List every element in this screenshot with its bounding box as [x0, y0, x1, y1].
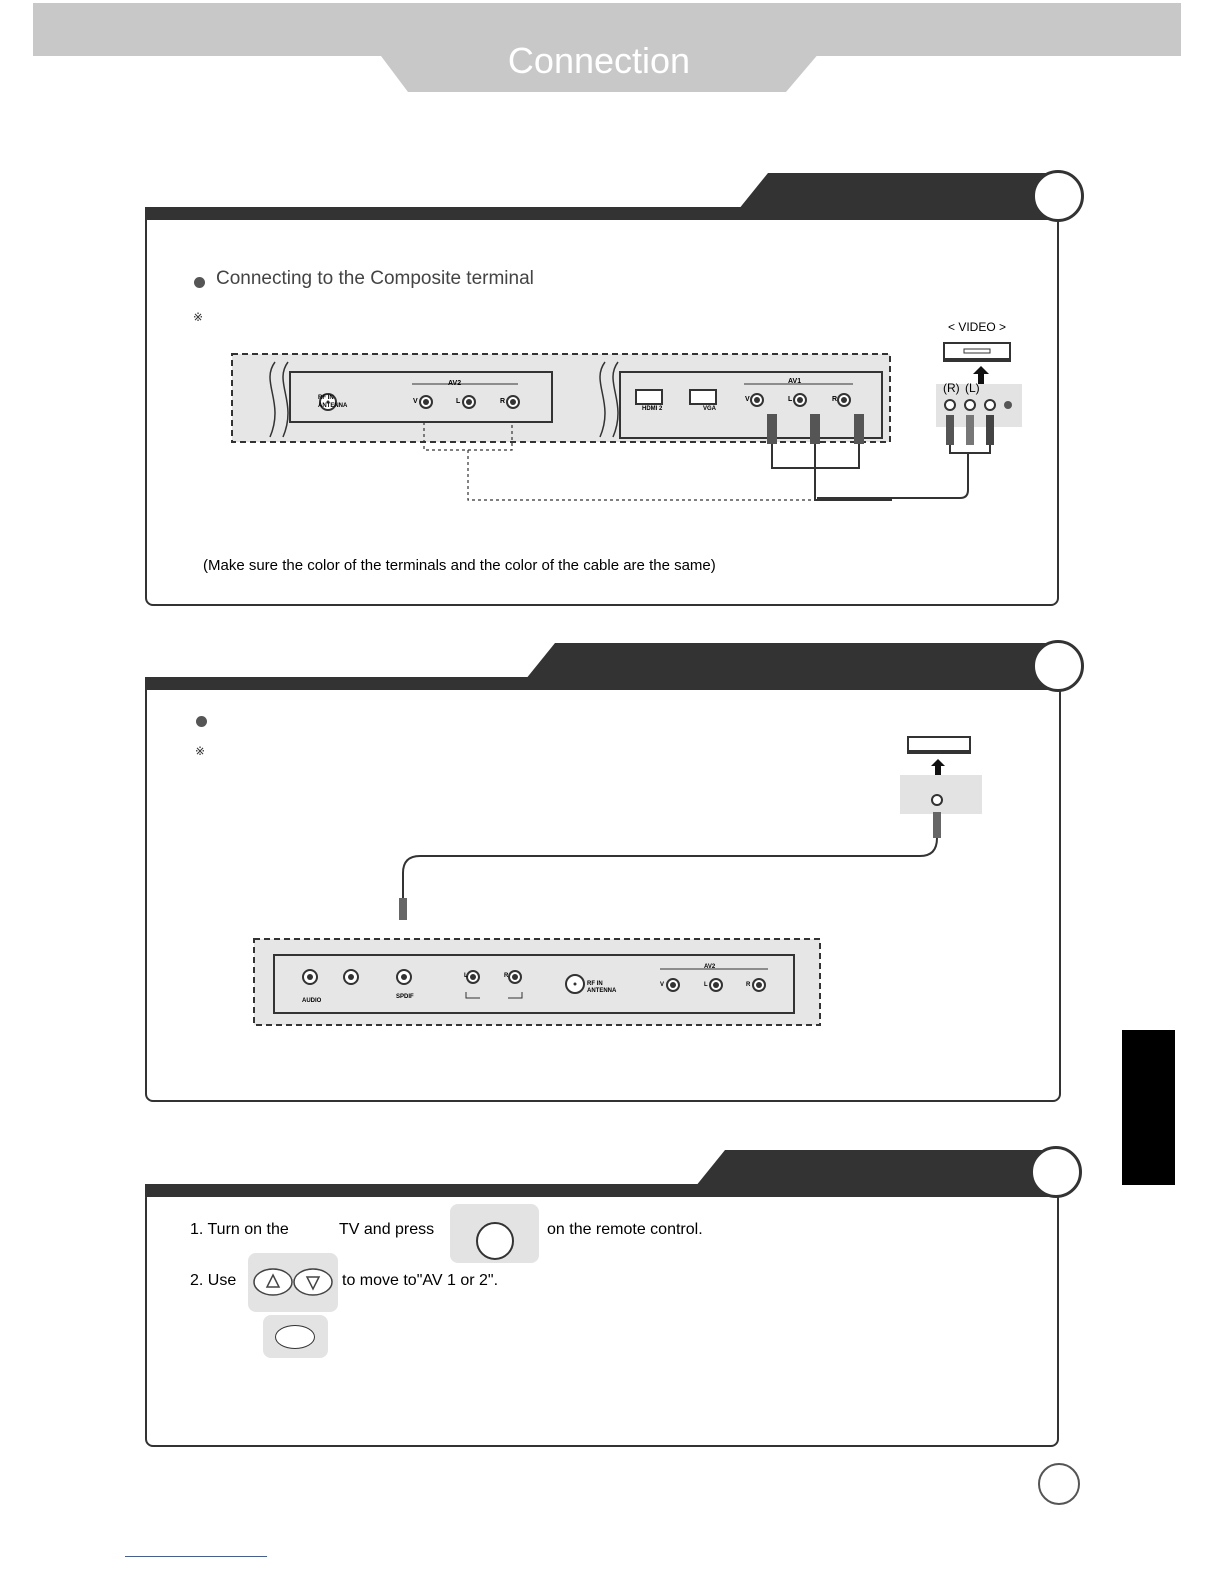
- down-arrow-button-icon: [293, 1268, 333, 1296]
- av2-label: AV2: [448, 380, 462, 387]
- audio-l-label: L: [464, 973, 468, 979]
- rca-r-label: (R): [943, 381, 960, 395]
- rca-l-label: (L): [965, 381, 980, 395]
- arrow-up-icon: [931, 759, 945, 775]
- av2-l-label: L: [456, 398, 461, 405]
- coaxial-cable-diagram: [399, 794, 943, 920]
- section-2-header-bar: [145, 643, 1059, 690]
- step-2-text-a: 2. Use: [190, 1272, 237, 1289]
- circle-button-icon: [476, 1222, 514, 1260]
- bullet-icon: [196, 716, 207, 727]
- bullet-icon: [194, 277, 205, 288]
- arrow-up-icon: [973, 366, 989, 384]
- step-1-text-a: 1. Turn on the: [190, 1221, 289, 1238]
- coaxial-jack-panel: [900, 775, 982, 814]
- hdmi2-label: HDMI 2: [642, 406, 663, 412]
- section-3-header-bar: [145, 1150, 1057, 1197]
- header-tab-shape: [378, 52, 820, 92]
- note-icon: ※: [195, 744, 206, 758]
- page-title: Connection: [507, 40, 691, 81]
- section-3-badge: [1030, 1146, 1082, 1198]
- footer-underline: [125, 1556, 267, 1557]
- av2-r-label: R: [500, 398, 506, 405]
- oval-button-icon: [275, 1325, 315, 1349]
- section-1-heading: Connecting to the Composite terminal: [216, 268, 534, 289]
- section-1-footer-note: (Make sure the color of the terminals an…: [203, 557, 716, 574]
- up-arrow-button-icon: [253, 1268, 293, 1296]
- cable-to-device: [817, 454, 969, 499]
- tv-rear-panel-diagram-2: [253, 938, 821, 1026]
- av2-v-label-2: V: [660, 982, 665, 988]
- step-1-text-b: TV and press: [339, 1221, 435, 1238]
- av2-l-label-2: L: [704, 982, 708, 988]
- av1-label: AV1: [788, 378, 802, 385]
- page-number-circle-icon: [1038, 1463, 1080, 1505]
- av1-l-label: L: [788, 396, 793, 403]
- vga-label: VGA: [703, 406, 717, 412]
- ok-button-graphic: [263, 1315, 328, 1358]
- dvd-player-icon: [907, 736, 971, 754]
- up-down-buttons-graphic: [248, 1253, 338, 1312]
- av2-v-label: V: [413, 398, 418, 405]
- audio-r-label: R: [504, 973, 509, 979]
- av2-r-label-2: R: [746, 982, 751, 988]
- av1-r-label: R: [832, 396, 838, 403]
- section-1-badge: [1032, 170, 1084, 222]
- step-2-text-b: to move to"AV 1 or 2".: [342, 1272, 499, 1289]
- dvd-player-icon: [943, 342, 1011, 362]
- antenna-label-2: ANTENNA: [587, 988, 617, 994]
- source-button-graphic: [450, 1204, 539, 1263]
- tv-rear-panel-diagram: [231, 353, 892, 501]
- av1-v-label: V: [745, 396, 750, 403]
- spdif-label: SPDIF: [396, 994, 414, 1000]
- section-1-header-bar: [145, 173, 1057, 220]
- side-language-tab: [1122, 1030, 1175, 1185]
- video-label: < VIDEO >: [948, 320, 1007, 334]
- rf-in-label: RF IN: [318, 395, 334, 401]
- av2-label-2: AV2: [704, 964, 716, 970]
- rca-jack-icon: [944, 399, 1012, 454]
- audio-label: AUDIO: [302, 998, 322, 1004]
- rf-in-label-2: RF IN: [587, 981, 603, 987]
- step-1-text-c: on the remote control.: [547, 1221, 703, 1238]
- antenna-label: ANTENNA: [318, 403, 348, 409]
- section-2-badge: [1032, 640, 1084, 692]
- header-bar: [33, 3, 1181, 56]
- note-icon: ※: [193, 310, 204, 324]
